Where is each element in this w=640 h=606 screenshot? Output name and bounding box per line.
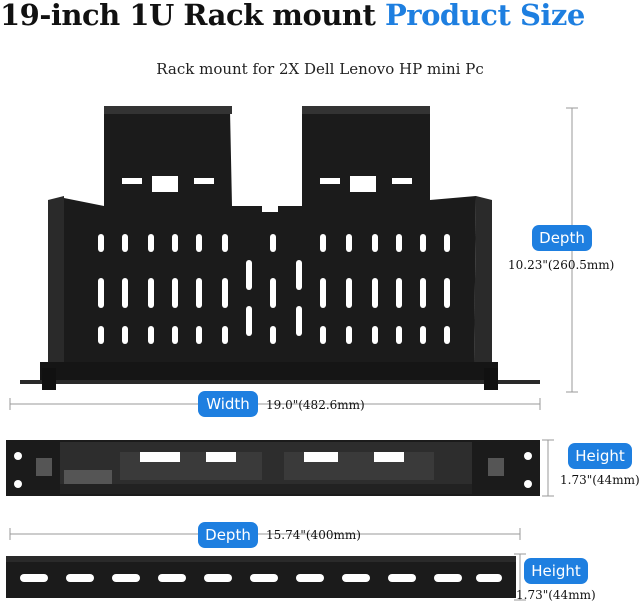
height-value-2: 1.73"(44mm) — [516, 588, 596, 602]
width-guide-line — [9, 398, 541, 410]
shelf-front-view — [6, 440, 540, 496]
depth-badge: Depth — [532, 225, 592, 251]
depth2-value: 15.74"(400mm) — [266, 528, 361, 542]
height-value-1: 1.73"(44mm) — [560, 473, 640, 487]
subtitle: Rack mount for 2X Dell Lenovo HP mini Pc — [156, 60, 484, 78]
height-badge-2: Height — [524, 558, 588, 584]
title-accent: Product Size — [385, 0, 585, 32]
height-badge-1: Height — [568, 443, 632, 469]
width-value: 19.0"(482.6mm) — [266, 398, 365, 412]
side-rail-view — [6, 556, 516, 598]
width-badge: Width — [198, 391, 258, 417]
title-main: 19-inch 1U Rack mount — [0, 0, 385, 32]
shelf-top-view — [20, 106, 540, 390]
depth2-badge: Depth — [198, 522, 258, 548]
height-guide-line-1 — [542, 439, 554, 497]
height-guide-line-2 — [514, 553, 526, 601]
depth2-guide-line — [9, 528, 521, 540]
depth-value: 10.23"(260.5mm) — [508, 258, 615, 272]
page-title: 19-inch 1U Rack mount Product Size — [0, 0, 640, 32]
